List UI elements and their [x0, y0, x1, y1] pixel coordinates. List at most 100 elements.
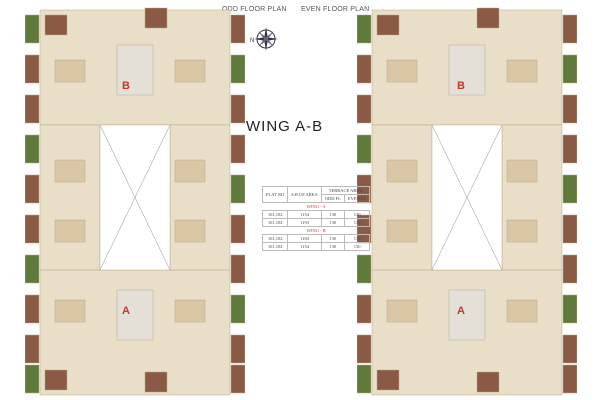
balcony-block [24, 174, 40, 204]
col-even: EVEN FL [343, 194, 371, 203]
balcony-block [24, 54, 40, 84]
even-floor-plan: B A [356, 0, 578, 400]
balcony-block [356, 364, 372, 394]
balcony-block [230, 214, 246, 244]
room [386, 219, 418, 243]
balcony-block [230, 134, 246, 164]
balcony-block [356, 94, 372, 124]
wing-title: WING A-B [246, 118, 324, 135]
balcony-block [24, 334, 40, 364]
room [386, 159, 418, 183]
balcony-block [356, 14, 372, 44]
area-table: FLAT NO S.B.UP AREA TERRACE AREA ODD FL … [261, 186, 371, 251]
terrace-block [476, 7, 500, 29]
cell: 101,104 [261, 218, 289, 227]
wing-a-label: A [122, 305, 130, 317]
balcony-block [24, 294, 40, 324]
balcony-block [356, 334, 372, 364]
balcony-block [356, 54, 372, 84]
balcony-block [356, 254, 372, 284]
room [386, 59, 418, 83]
wing-b-label: B [122, 80, 130, 92]
plan-drawing [356, 7, 578, 396]
right-column [169, 124, 231, 271]
left-column [371, 124, 433, 271]
core-lobby [448, 289, 486, 341]
cell: 1154 [287, 242, 322, 251]
cell: 130 [320, 234, 345, 243]
compass-rose-icon: N [250, 27, 278, 51]
room [54, 299, 86, 323]
even-floor-plan-heading: EVEN FLOOR PLAN [301, 6, 370, 13]
wing-b-row: WING - B [262, 226, 370, 235]
balcony-block [562, 254, 578, 284]
cell: 1183 [287, 234, 322, 243]
col-odd: ODD FL [320, 194, 345, 203]
odd-floor-plan-heading: ODD FLOOR PLAN [222, 6, 287, 13]
terrace-block [44, 369, 68, 391]
room [174, 299, 206, 323]
room [54, 159, 86, 183]
balcony-block [230, 54, 246, 84]
balcony-block [356, 294, 372, 324]
balcony-block [562, 94, 578, 124]
room [174, 159, 206, 183]
wing-a-label: A [457, 305, 465, 317]
col-terrace-area: TERRACE AREA [320, 186, 371, 195]
balcony-block [230, 14, 246, 44]
room [506, 159, 538, 183]
terrace-block [476, 371, 500, 393]
terrace-block [376, 369, 400, 391]
balcony-block [230, 254, 246, 284]
cell: 1193 [287, 218, 322, 227]
cell: 101,102 [261, 210, 289, 219]
right-column [501, 124, 563, 271]
balcony-block [24, 254, 40, 284]
balcony-block [562, 294, 578, 324]
balcony-block [562, 134, 578, 164]
balcony-block [230, 294, 246, 324]
balcony-block [230, 364, 246, 394]
balcony-block [562, 334, 578, 364]
col-sbup-area: S.B.UP AREA [287, 186, 322, 203]
balcony-block [562, 364, 578, 394]
core-lobby [448, 44, 486, 96]
balcony-block [24, 134, 40, 164]
balcony-block [230, 174, 246, 204]
room [174, 219, 206, 243]
col-flat-no: FLAT NO [261, 186, 289, 203]
terrace-block [144, 371, 168, 393]
cell: 101,104 [261, 242, 289, 251]
wing-a-row: WING - A [262, 202, 370, 211]
balcony-block [562, 14, 578, 44]
balcony-block [24, 14, 40, 44]
balcony-block [230, 94, 246, 124]
balcony-block [24, 364, 40, 394]
plan-drawing [24, 7, 246, 396]
cell: 130 [320, 210, 345, 219]
terrace-block [44, 14, 68, 36]
balcony-block [356, 134, 372, 164]
core-lobby [116, 44, 154, 96]
cell: 130 [320, 242, 345, 251]
terrace-block [376, 14, 400, 36]
room [506, 59, 538, 83]
balcony-block [24, 94, 40, 124]
compass-north-label: N [250, 38, 254, 44]
void-cross-line [99, 124, 171, 271]
room [174, 59, 206, 83]
room [54, 59, 86, 83]
wing-b-label: B [457, 80, 465, 92]
room [506, 299, 538, 323]
balcony-block [562, 174, 578, 204]
odd-floor-plan: B A [24, 0, 246, 400]
left-column [39, 124, 101, 271]
void-cross-line [431, 124, 503, 271]
cell: 130 [343, 242, 371, 251]
balcony-block [24, 214, 40, 244]
